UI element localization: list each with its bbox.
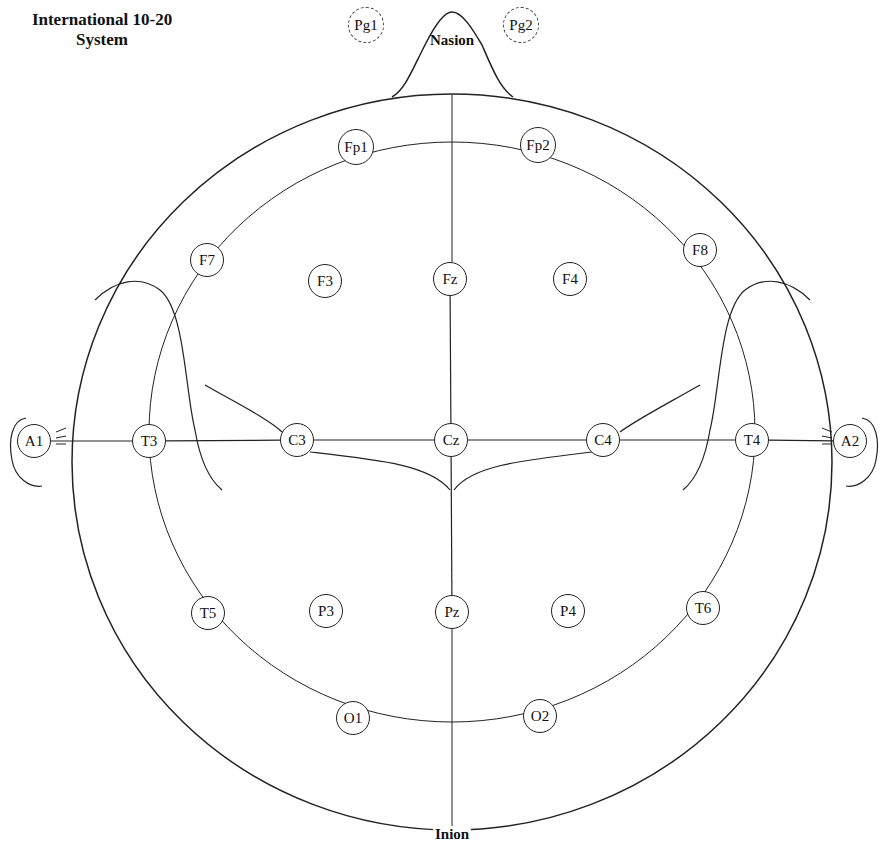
- electrode-site: T5: [191, 596, 225, 630]
- measurement-line: [450, 457, 452, 595]
- electrode-site: A1: [17, 424, 51, 458]
- electrode-label: A1: [25, 434, 43, 449]
- measurement-line: [51, 440, 132, 441]
- electrode-label: Fp2: [526, 138, 549, 153]
- electrode-site: Fp1: [338, 129, 374, 165]
- electrode-site: T3: [132, 424, 166, 458]
- electrode-label: O2: [531, 709, 549, 724]
- electrode-site: Fz: [433, 262, 467, 296]
- electrode-label: Fz: [443, 272, 458, 287]
- electrode-site: Pg1: [348, 7, 384, 43]
- measurement-line: [166, 440, 280, 442]
- measurement-line: [450, 296, 452, 423]
- electrode-site: T6: [686, 591, 720, 625]
- electrode-label: C4: [594, 433, 612, 448]
- sulcus-line: [95, 281, 222, 490]
- electrode-site: A2: [833, 424, 867, 458]
- electrode-label: T5: [200, 606, 217, 621]
- landmark-label: Nasion: [428, 32, 476, 49]
- head-circle: [72, 94, 832, 830]
- electrode-label: Pg1: [354, 18, 377, 33]
- electrode-site: C4: [586, 423, 620, 457]
- electrode-label: Pg2: [509, 18, 532, 33]
- electrode-label: T4: [744, 433, 761, 448]
- diagram-title: International 10-20 System: [20, 10, 184, 49]
- electrode-label: F7: [199, 253, 215, 268]
- electrode-site: Pz: [435, 595, 469, 629]
- electrode-label: Pz: [445, 605, 460, 620]
- electrode-label: O1: [344, 711, 362, 726]
- sulcus-line: [620, 385, 700, 432]
- electrode-site: O2: [523, 699, 557, 733]
- electrode-site: Fp2: [520, 127, 556, 163]
- measurement-line: [620, 439, 735, 440]
- electrode-site: O1: [336, 701, 370, 735]
- electrode-site: C3: [280, 423, 314, 457]
- electrode-site: F4: [553, 262, 587, 296]
- electrode-site: F7: [190, 243, 224, 277]
- electrode-label: C3: [288, 433, 306, 448]
- electrode-site: Cz: [434, 423, 468, 457]
- sulcus-line: [454, 452, 592, 490]
- electrode-site: P3: [309, 594, 343, 628]
- measurement-line: [468, 439, 586, 440]
- nose-outline: [392, 12, 513, 97]
- measurement-line: [769, 440, 833, 442]
- electrode-label: P4: [560, 604, 576, 619]
- sulcus-line: [205, 385, 282, 432]
- electrode-label: T6: [695, 601, 712, 616]
- landmark-label: Inion: [433, 826, 471, 843]
- sulcus-line: [683, 281, 810, 490]
- midline: [452, 629, 453, 826]
- measurement-line: [314, 439, 434, 440]
- electrode-site: F3: [308, 264, 342, 298]
- electrode-label: Cz: [443, 433, 460, 448]
- electrode-site: P4: [551, 594, 585, 628]
- electrode-label: P3: [318, 604, 334, 619]
- electrode-site: F8: [683, 233, 717, 267]
- electrode-label: A2: [841, 434, 859, 449]
- electrode-site: Pg2: [503, 7, 539, 43]
- electrode-label: F3: [317, 274, 333, 289]
- ear-marks: [822, 428, 832, 444]
- sulcus-line: [310, 452, 450, 490]
- midline: [452, 95, 453, 262]
- electrode-label: T3: [141, 434, 158, 449]
- electrode-site: T4: [735, 423, 769, 457]
- electrode-label: F8: [692, 243, 708, 258]
- electrode-label: F4: [562, 272, 578, 287]
- electrode-label: Fp1: [344, 140, 367, 155]
